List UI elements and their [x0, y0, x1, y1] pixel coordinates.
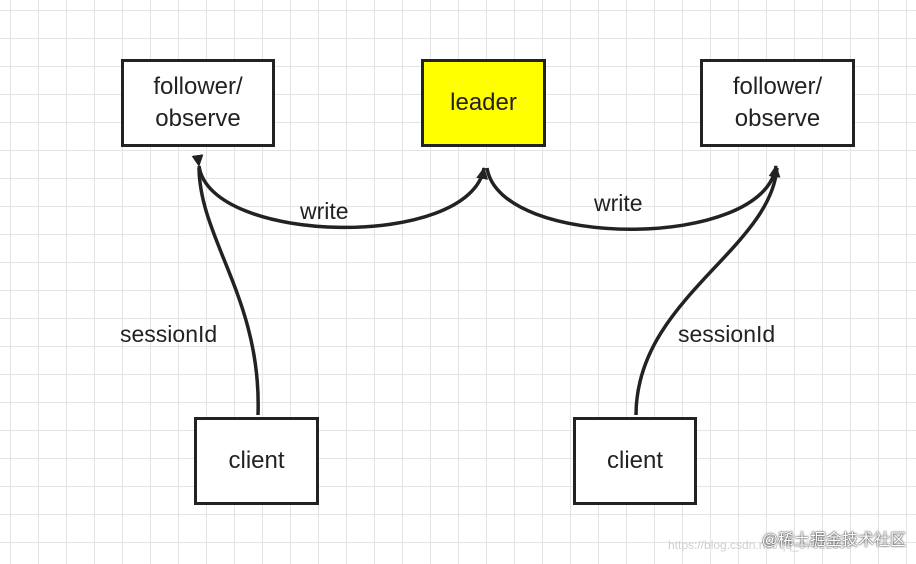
client-left-label: client: [228, 447, 285, 474]
client-right-label: client: [606, 447, 664, 474]
leader-label: leader: [450, 89, 517, 116]
edge-write-right: [485, 165, 781, 231]
follower-right-node[interactable]: follower/ observe: [700, 59, 855, 147]
watermark-url: https://blog.csdn.net/qq_37622359: [668, 538, 853, 552]
edge-label-session-right: sessionId: [678, 321, 776, 347]
follower-left-line1: follower/: [153, 73, 243, 100]
edge-session-right: [634, 167, 779, 416]
edge-label-write-left: write: [300, 198, 349, 224]
edge-write-left: [191, 154, 489, 230]
leader-node[interactable]: leader: [421, 59, 546, 147]
edge-session-left: [197, 167, 260, 416]
follower-right-line2: observe: [734, 105, 821, 132]
client-left-node[interactable]: client: [194, 417, 319, 505]
edge-label-session-left: sessionId: [120, 321, 218, 347]
client-right-node[interactable]: client: [573, 417, 697, 505]
follower-left-line2: observe: [155, 105, 241, 132]
follower-left-node[interactable]: follower/ observe: [121, 59, 275, 147]
watermark: @稀土掘金技术社区: [761, 532, 906, 549]
edge-label-write-right: write: [594, 190, 643, 216]
follower-right-line1: follower/: [732, 73, 823, 100]
